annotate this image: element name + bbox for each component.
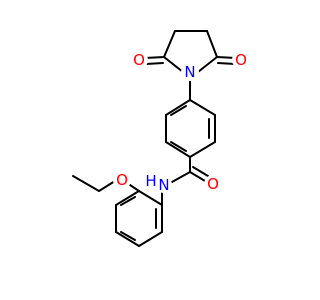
atom-o-amide: O	[204, 175, 222, 193]
bond	[98, 180, 116, 192]
atom-nh-amide-h: H	[145, 172, 156, 190]
bond	[197, 56, 218, 73]
atom-n-imide-symbol: N	[184, 63, 195, 81]
atom-o-ether-symbol: O	[116, 171, 128, 189]
bond	[170, 105, 187, 116]
atom-o-right-symbol: O	[235, 51, 247, 69]
bond	[163, 56, 184, 73]
bond	[206, 30, 218, 58]
bond	[138, 190, 163, 206]
atom-o-amide-symbol: O	[207, 175, 219, 193]
molecule-structure: O O N O H N O	[72, 30, 250, 247]
bond	[115, 231, 140, 247]
bond	[171, 171, 191, 183]
bond	[189, 171, 206, 182]
bond	[115, 190, 140, 206]
bond	[165, 99, 191, 116]
atom-o-left: O	[130, 51, 148, 69]
bond	[72, 175, 100, 192]
bond	[163, 30, 176, 58]
atom-n-amide-symbol: N	[158, 176, 169, 194]
bond	[144, 56, 165, 59]
atom-n-imide: N	[181, 63, 199, 81]
bond	[189, 141, 216, 158]
atom-nh-amide: H N	[142, 172, 172, 194]
bond	[120, 196, 136, 206]
bond	[170, 141, 187, 152]
bond	[192, 166, 209, 177]
bond	[217, 62, 236, 65]
bond	[189, 99, 216, 116]
atom-o-ether: O	[113, 171, 131, 189]
bonds	[72, 30, 237, 247]
atom-labels: O O N O H N O	[113, 51, 250, 194]
bond	[120, 231, 136, 241]
bond	[145, 62, 164, 65]
atom-o-right: O	[232, 51, 250, 69]
bond	[138, 231, 163, 247]
atom-o-left-symbol: O	[133, 51, 145, 69]
bond	[165, 141, 191, 158]
bond	[129, 184, 140, 192]
